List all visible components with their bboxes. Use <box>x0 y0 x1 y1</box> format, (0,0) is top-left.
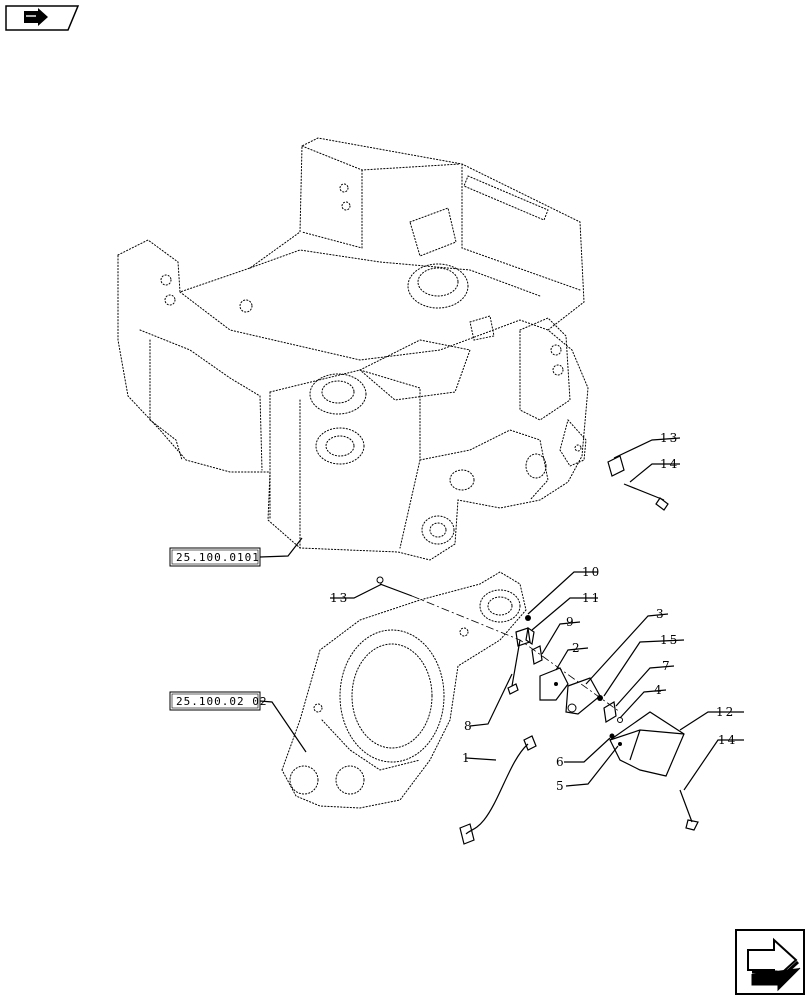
reference-box-2[interactable]: 25.100.02 02 <box>169 691 307 753</box>
sensor-assembly <box>376 455 699 845</box>
callout-14-upper-right: 14 <box>660 457 679 471</box>
callout-8: 8 <box>464 719 474 733</box>
callout-1: 1 <box>462 751 472 765</box>
callout-9: 9 <box>566 615 576 629</box>
reference-box-1[interactable]: 25.100.0101 <box>169 537 303 567</box>
callout-12: 12 <box>716 705 735 719</box>
callout-5: 5 <box>556 779 566 793</box>
callout-14-left: 13 <box>330 591 349 605</box>
callout-2: 2 <box>572 641 582 655</box>
callout-3: 3 <box>656 607 666 621</box>
axle-pivot-arm <box>281 571 527 809</box>
front-axle-support-housing <box>117 137 589 561</box>
callout-15: 15 <box>660 633 679 647</box>
callout-11: 11 <box>582 591 601 605</box>
book-arrow-icon[interactable] <box>5 5 80 31</box>
callout-labels: 10 11 9 2 3 15 7 4 12 14 6 5 8 <box>330 431 744 793</box>
next-page-arrow-icon[interactable] <box>735 929 805 995</box>
reference-label-2: 25.100.02 02 <box>176 695 267 708</box>
callout-13: 13 <box>660 431 679 445</box>
callout-10: 10 <box>582 565 601 579</box>
callout-4: 4 <box>654 683 664 697</box>
reference-label-1: 25.100.0101 <box>176 551 260 564</box>
callout-14-lower-right: 14 <box>718 733 737 747</box>
callout-7: 7 <box>662 659 672 673</box>
callout-6: 6 <box>556 755 566 769</box>
